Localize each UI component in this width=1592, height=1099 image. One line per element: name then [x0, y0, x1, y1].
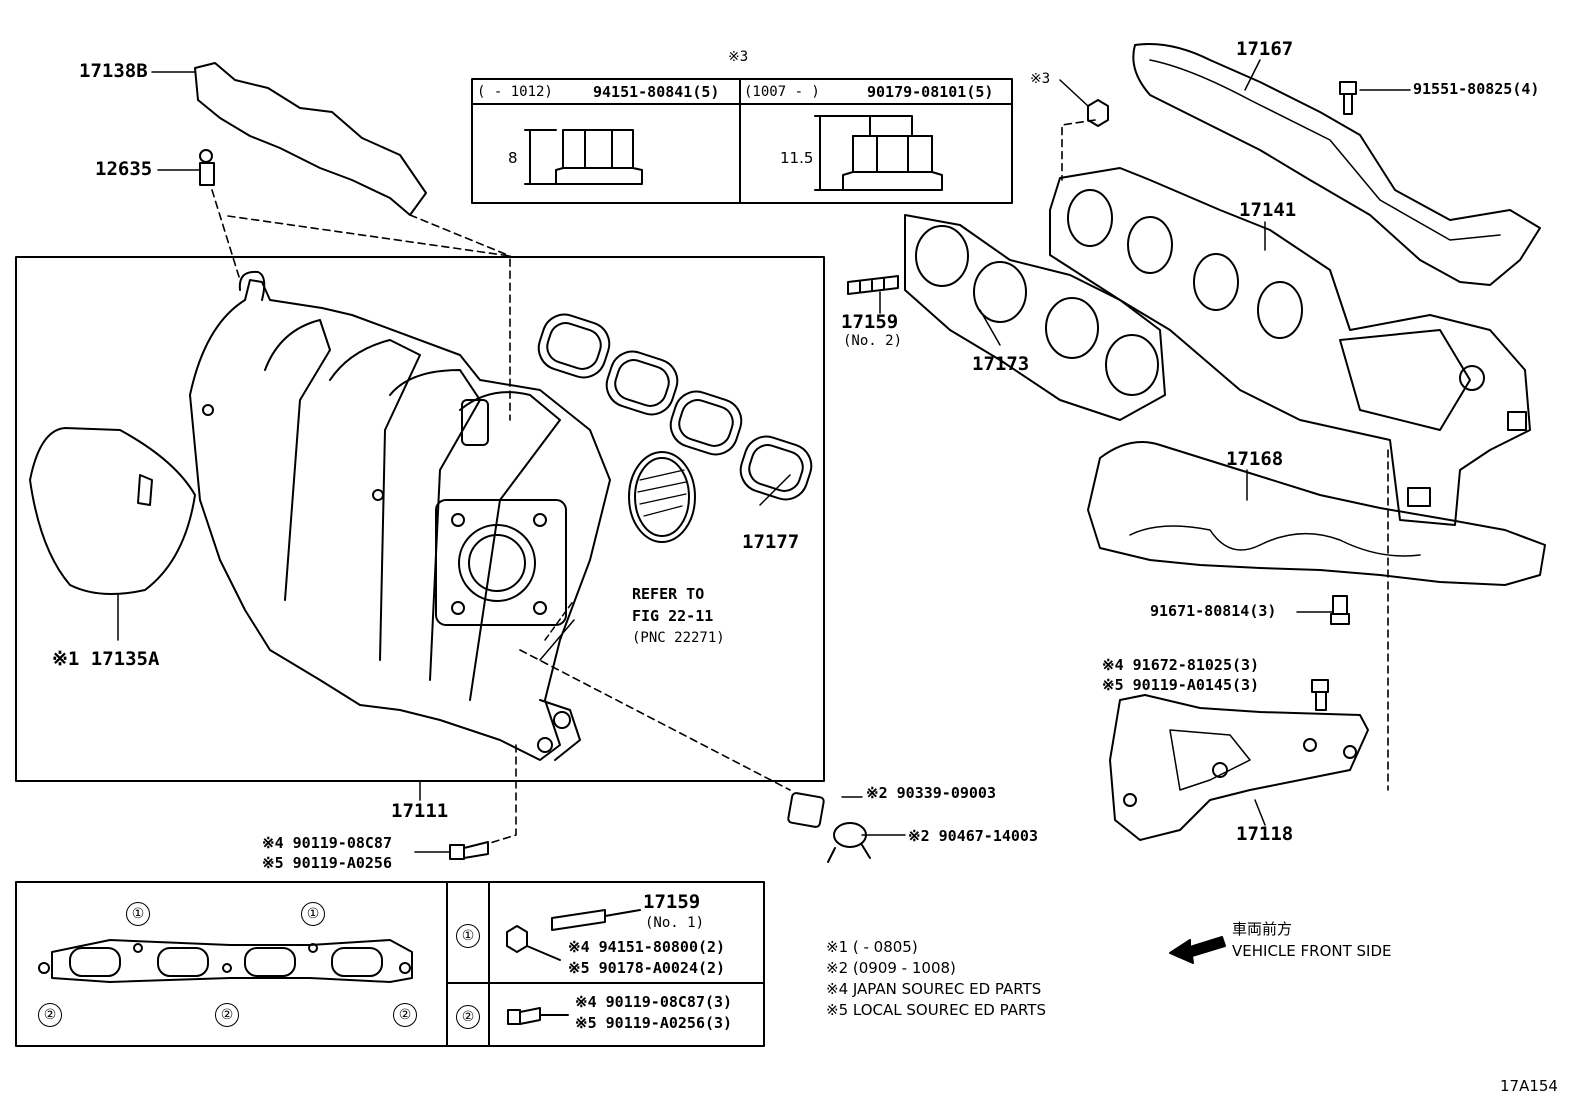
legend-90119-A0256-3: ※5 90119-A0256(3): [575, 1014, 733, 1032]
nut-table-frame: [471, 78, 1013, 204]
legend-90119-08C87-3: ※4 90119-08C87(3): [575, 993, 733, 1011]
bolt-91671: [1330, 595, 1350, 625]
label-mark3-nut: ※3: [1030, 71, 1051, 87]
bolt-90119: [449, 841, 489, 860]
label-91671: 91671-80814(3): [1150, 602, 1277, 620]
label-17138B: 17138B: [79, 60, 148, 82]
intake-manifold-17111: [189, 270, 611, 761]
label-17135A: ※1 17135A: [52, 648, 160, 670]
legend-row2-marker: ②: [456, 1005, 480, 1029]
label-12635: 12635: [95, 158, 153, 180]
note-5: ※5 LOCAL SOUREC ED PARTS: [826, 1001, 1046, 1019]
vehicle-front-en: VEHICLE FRONT SIDE: [1232, 942, 1392, 960]
stud-12635: [199, 149, 215, 186]
insulator-17167: [1132, 43, 1541, 286]
vehicle-front-arrow: [1169, 936, 1226, 964]
legend-17159-no1: 17159: [643, 891, 701, 913]
label-90119-A0145: ※5 90119-A0145(3): [1102, 676, 1260, 694]
nut-mark3: [1087, 99, 1109, 127]
legend-90178-A0024: ※5 90178-A0024(2): [568, 959, 726, 977]
nut-part-right: 90179-08101(5): [867, 83, 994, 101]
gasket-17173: [904, 214, 1166, 421]
solid-leaders: [117, 59, 1411, 853]
label-17159-no2: 17159: [841, 311, 899, 333]
label-90119-08C87: ※4 90119-08C87: [262, 834, 392, 852]
refer-to-line3: (PNC 22271): [632, 630, 725, 646]
gasket-17177: [537, 313, 813, 501]
exhaust-manifold-17141: [1049, 167, 1531, 526]
label-17168: 17168: [1226, 448, 1284, 470]
note-1: ※1 ( - 0805): [826, 938, 918, 956]
gasket-marker-2a: ②: [38, 1003, 62, 1027]
cover-17135A: [29, 427, 196, 595]
label-17159-no2-sub: (No. 2): [843, 333, 903, 349]
nut-part-left: 94151-80841(5): [593, 83, 720, 101]
label-17141: 17141: [1239, 199, 1297, 221]
label-17167: 17167: [1236, 38, 1294, 60]
gasket-marker-2b: ②: [215, 1003, 239, 1027]
insulator-17168: [1087, 441, 1546, 586]
mesh-gasket: [628, 451, 696, 543]
nut-dim-left: 8: [508, 149, 518, 167]
note-4: ※4 JAPAN SOUREC ED PARTS: [826, 980, 1042, 998]
nut-range-left: ( - 1012): [477, 84, 553, 100]
label-17173: 17173: [972, 353, 1030, 375]
label-90119-A0256: ※5 90119-A0256: [262, 854, 392, 872]
bracket-17138B: [194, 62, 427, 216]
label-91672: ※4 91672-81025(3): [1102, 656, 1260, 674]
label-17177: 17177: [742, 531, 800, 553]
vehicle-front-jp: 車両前方: [1232, 920, 1293, 938]
label-90339: ※2 90339-09003: [866, 784, 996, 802]
legend-94151-80800: ※4 94151-80800(2): [568, 938, 726, 956]
nut-range-right: (1007 - ): [744, 84, 820, 100]
hose-90339: [787, 792, 825, 828]
label-17111: 17111: [391, 800, 449, 822]
nut-dim-right: 11.5: [780, 149, 814, 167]
refer-to-line2: FIG 22-11: [632, 607, 714, 625]
bracket-17118: [1109, 694, 1369, 841]
label-17118: 17118: [1236, 823, 1294, 845]
label-91551: 91551-80825(4): [1413, 80, 1540, 98]
legend-row1-marker: ①: [456, 924, 480, 948]
bolt-91551: [1339, 81, 1357, 115]
leader-lines: [211, 119, 1389, 844]
label-90467: ※2 90467-14003: [908, 827, 1038, 845]
bolt-91672: [1311, 679, 1329, 711]
gasket-marker-1a: ①: [126, 902, 150, 926]
stud-17159-no2: [847, 275, 899, 295]
note-2: ※2 (0909 - 1008): [826, 959, 956, 977]
intake-group-box: [15, 256, 825, 782]
refer-to-line1: REFER TO: [632, 585, 705, 603]
legend-table-frame: [15, 881, 765, 1047]
clamp-90467: [827, 822, 871, 863]
gasket-marker-2c: ②: [393, 1003, 417, 1027]
gasket-marker-1b: ①: [301, 902, 325, 926]
legend-17159-no1-sub: (No. 1): [645, 915, 705, 931]
diagram-id: 17A154: [1500, 1077, 1558, 1095]
nut-table-header-mark: ※3: [728, 49, 749, 65]
